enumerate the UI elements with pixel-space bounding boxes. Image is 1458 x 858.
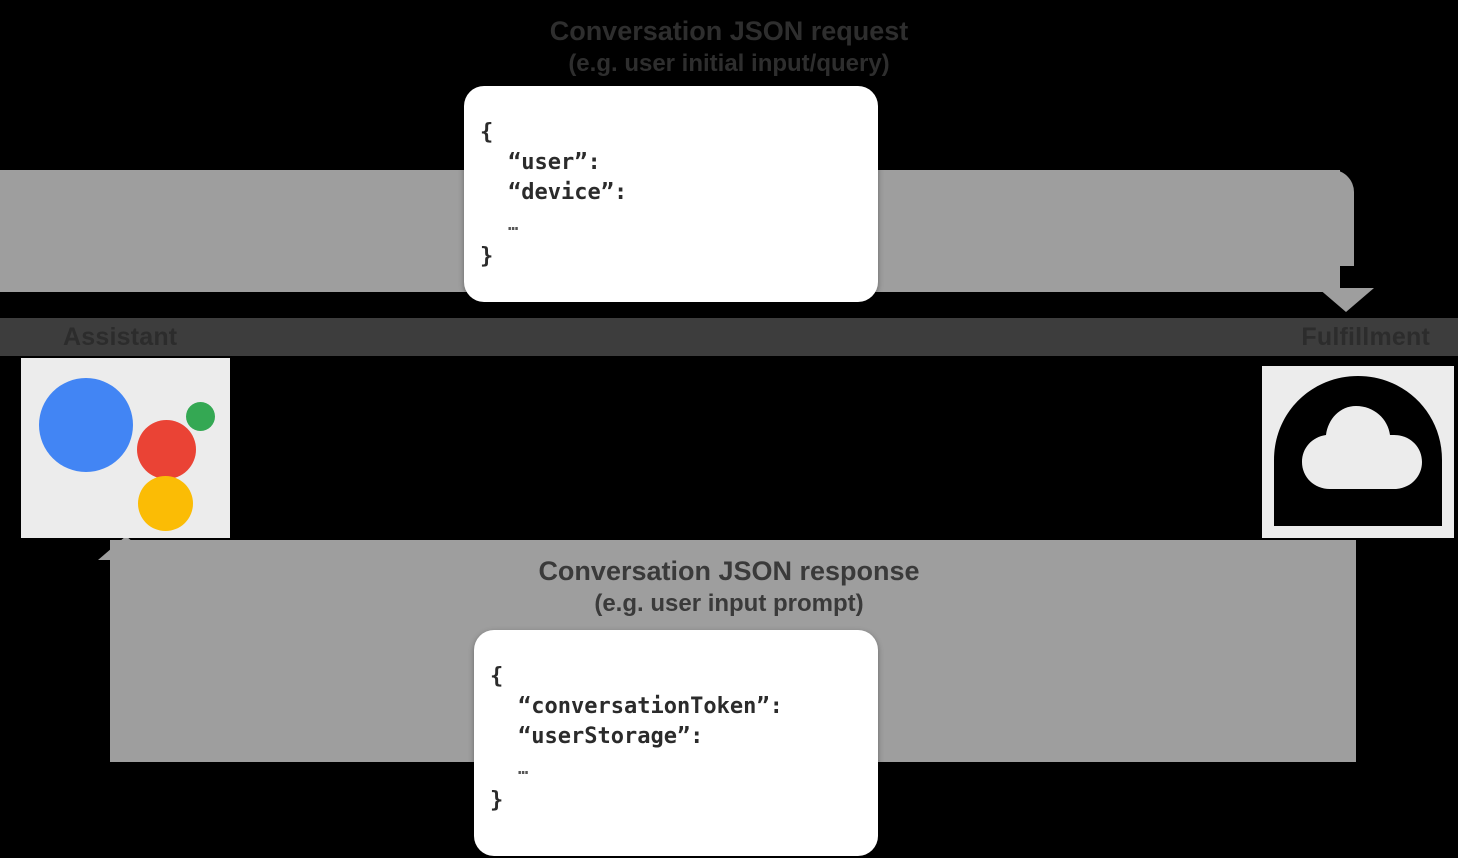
assistant-red-dot-icon (137, 420, 196, 479)
request-json-field-user: “user”: (508, 150, 601, 175)
response-caption-subtitle: (e.g. user input prompt) (594, 590, 864, 617)
assistant-icon-tile (21, 358, 230, 538)
request-json-card: { “user”: “device”: … } (464, 86, 878, 302)
assistant-blue-dot-icon (39, 378, 133, 472)
request-arrowhead (1318, 288, 1374, 312)
response-json-field-conversation-token: “conversationToken”: (518, 694, 783, 719)
request-json-ellipsis: … (508, 215, 519, 235)
response-caption-title: Conversation JSON response (538, 556, 920, 586)
request-json-close-brace: } (480, 244, 494, 269)
fulfillment-node-label: Fulfillment (1301, 323, 1430, 351)
assistant-yellow-dot-icon (138, 476, 193, 531)
request-caption-subtitle: (e.g. user initial input/query) (568, 50, 890, 77)
response-json-ellipsis: … (518, 759, 529, 779)
assistant-fulfillment-band (0, 318, 1458, 356)
request-caption-title: Conversation JSON request (549, 16, 909, 46)
response-json-close-brace: } (490, 788, 504, 813)
response-caption: Conversation JSON response (e.g. user in… (0, 554, 1458, 620)
response-json-card: { “conversationToken”: “userStorage”: … … (474, 630, 878, 856)
request-json-open-brace: { (480, 120, 494, 145)
cloud-functions-icon (1274, 376, 1442, 526)
response-json-field-user-storage: “userStorage”: (518, 724, 704, 749)
assistant-green-dot-icon (186, 402, 215, 431)
fulfillment-icon-tile (1262, 366, 1454, 538)
assistant-node-label: Assistant (63, 323, 178, 351)
google-assistant-icon (21, 358, 230, 538)
request-json-field-device: “device”: (508, 180, 628, 205)
response-json-open-brace: { (490, 664, 504, 689)
request-caption: Conversation JSON request (e.g. user ini… (0, 14, 1458, 80)
